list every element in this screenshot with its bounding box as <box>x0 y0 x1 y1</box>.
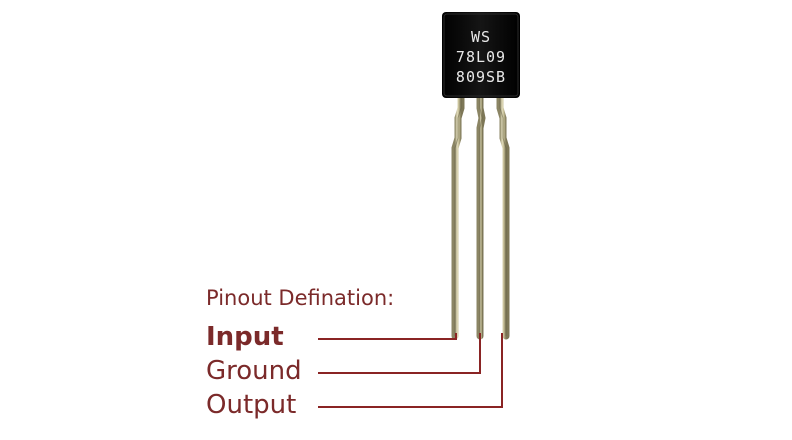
leader-line-input <box>318 333 457 340</box>
pin-label-input: Input <box>206 322 284 352</box>
marking-line-2: 78L09 <box>456 48 506 66</box>
pin-label-output: Output <box>206 390 297 420</box>
pinout-header: Pinout Defination: <box>206 286 395 310</box>
pin-label-ground: Ground <box>206 356 302 386</box>
lead-middle <box>476 92 486 340</box>
lead-left <box>451 92 465 340</box>
component-body: WS 78L09 809SB <box>442 12 520 98</box>
leader-line-ground <box>318 333 481 374</box>
leader-line-output <box>318 333 503 408</box>
marking-line-3: 809SB <box>456 68 506 86</box>
marking-line-1: WS <box>471 28 491 46</box>
lead-right <box>496 92 510 340</box>
